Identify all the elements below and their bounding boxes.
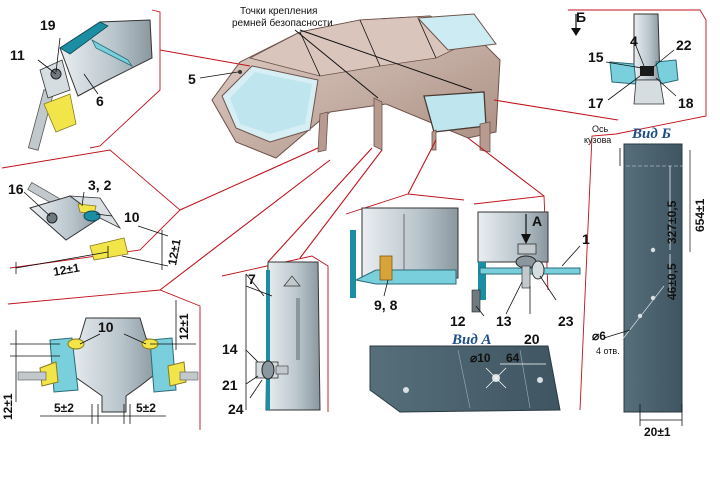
callout-5: 5 [188,71,196,87]
callout-16: 16 [8,181,24,197]
dim-diameter-6: ⌀6 [592,329,606,343]
axis-note-line1: Ось [592,124,609,134]
dim-5-right: 5±2 [136,401,156,415]
detail-rear-fastener-section [471,211,581,317]
callout-1: 1 [582,231,590,247]
header-label-line2: ремней безопасности [232,17,333,29]
callout-12: 12 [450,313,466,329]
view-b-title: Вид Б [631,126,672,142]
callout-23: 23 [558,313,574,329]
detail-leaders [1,9,707,430]
view-b-detail [571,13,679,105]
view-a-title: Вид А [451,332,492,348]
dim-12-left-vertical: 12±1 [1,393,15,420]
callout-22: 22 [676,37,692,53]
dim-327: 327±0,5 [665,200,679,244]
detail-side-rail-section [15,182,169,274]
callout-21: 21 [222,377,238,393]
detail-pillar-bolt [245,261,321,411]
callout-18: 18 [678,95,694,111]
callout-9-8: 9, 8 [374,297,398,313]
callout-17: 17 [588,95,604,111]
callout-19: 19 [40,17,56,33]
dim-12-side-horizontal: 12±1 [52,260,81,278]
dim-654: 654±1 [693,198,707,232]
dim-12-top-vertical: 12±1 [177,313,191,340]
detail-rear-window-sill [350,207,459,298]
dim-64: 64 [506,351,520,365]
callout-11: 11 [10,47,25,63]
callout-4: 4 [630,33,638,49]
callout-14: 14 [222,341,238,357]
dim-20: 20±1 [644,425,671,439]
view-a-panel [369,345,561,413]
dim-46: 46±0,5 [665,263,679,300]
hardtop-illustration [211,13,501,159]
callout-7: 7 [248,271,256,287]
axis-note-line2: кузова [584,135,611,145]
header-label-line1: Точки крепления [240,6,317,17]
view-b-arrow-label: Б [576,9,586,25]
callout-15: 15 [588,49,604,65]
view-b-panel [603,143,691,426]
view-a-arrow-label: А [532,213,542,229]
dim-5-left: 5±2 [54,401,74,415]
callout-3-2: 3, 2 [88,177,112,193]
dim-12-side-vertical: 12±1 [165,238,183,267]
detail-roof-cross-section [10,300,199,424]
callout-13: 13 [496,313,512,329]
callout-24: 24 [228,401,244,417]
callout-20: 20 [524,331,540,347]
detail-windshield-frame-top [27,19,153,151]
seat-belt-anchor-label: Точки крепления ремней безопасности [232,6,473,99]
dim-diameter-10: ⌀10 [470,351,491,365]
callout-6: 6 [96,93,104,109]
callout-10-side: 10 [124,209,140,225]
holes-note: 4 отв. [596,346,620,356]
callout-10-top: 10 [98,319,114,335]
